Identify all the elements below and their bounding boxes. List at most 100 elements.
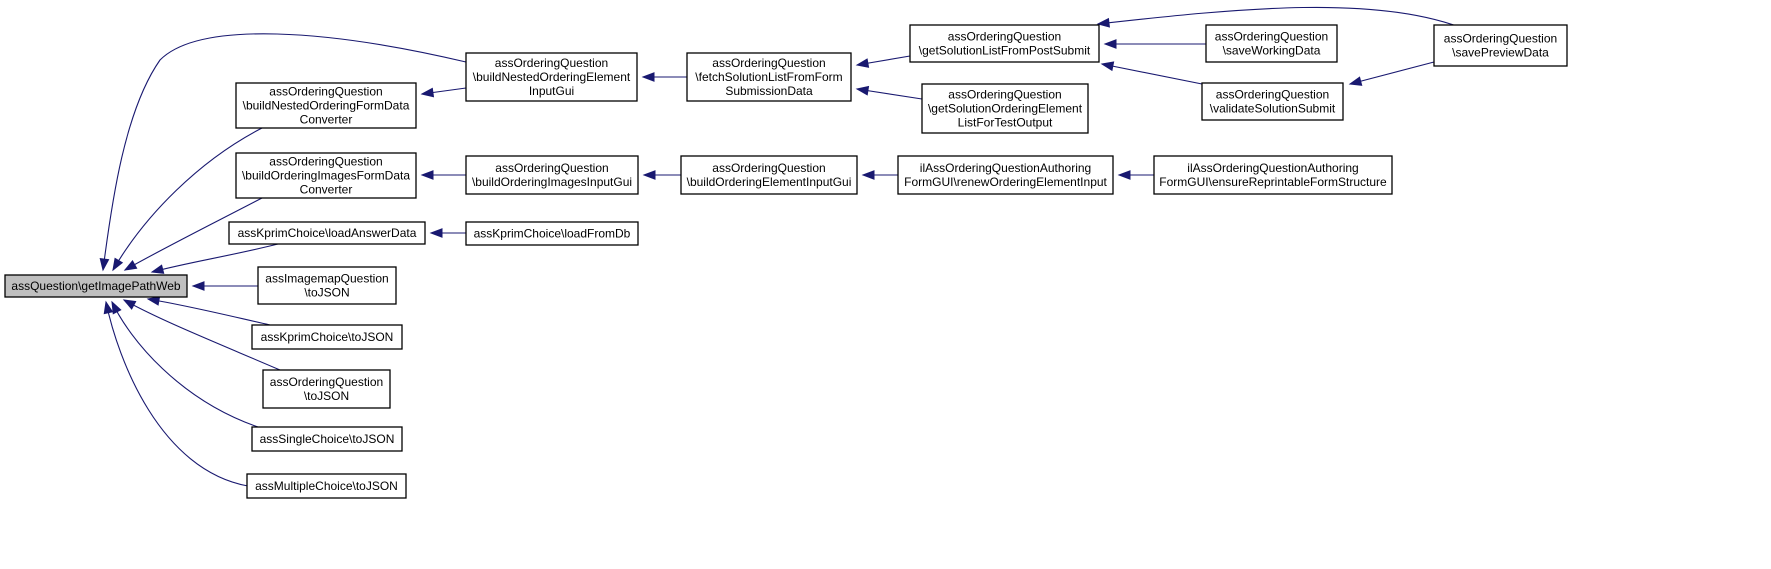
- arrowhead: [855, 85, 870, 96]
- node-renew-ordering-element-input[interactable]: ilAssOrderingQuestionAuthoringFormGUI\re…: [897, 155, 1114, 195]
- node-imagemap-to-json[interactable]: assImagemapQuestion\toJSON: [257, 266, 397, 305]
- node-label-line: Converter: [300, 183, 353, 197]
- node-box[interactable]: [909, 24, 1100, 63]
- node-label-line: assOrderingQuestion: [712, 56, 825, 70]
- node-box[interactable]: [262, 369, 391, 409]
- node-box[interactable]: [251, 324, 403, 350]
- node-kprim-load-from-db[interactable]: assKprimChoice\loadFromDb: [465, 221, 639, 246]
- node-get-solution-ordering-element-list-for-test-output[interactable]: assOrderingQuestion\getSolutionOrderingE…: [921, 83, 1089, 134]
- node-box[interactable]: [251, 426, 403, 452]
- node-build-ordering-images-input-gui[interactable]: assOrderingQuestion\buildOrderingImagesI…: [465, 155, 639, 195]
- edge-renew-ordering-element-input-to-build-ordering-element-input-gui: [861, 170, 898, 180]
- node-box[interactable]: [235, 152, 417, 199]
- node-box[interactable]: [680, 155, 858, 195]
- arrowhead: [1117, 170, 1131, 180]
- node-multiple-to-json[interactable]: assMultipleChoice\toJSON: [246, 473, 407, 499]
- node-box[interactable]: [246, 473, 407, 499]
- node-box[interactable]: [257, 266, 397, 305]
- edges-layer: [99, 6, 1468, 487]
- arrowhead: [420, 87, 435, 98]
- arrowhead: [99, 257, 110, 272]
- node-build-ordering-images-form-data-converter[interactable]: assOrderingQuestion\buildOrderingImagesF…: [235, 152, 417, 199]
- node-save-preview-data[interactable]: assOrderingQuestion\savePreviewData: [1433, 24, 1568, 67]
- node-label-line: assQuestion\getImagePathWeb: [11, 279, 181, 293]
- node-box[interactable]: [1433, 24, 1568, 67]
- edge-get-solution-list-from-post-submit-to-fetch-solution-list-from-form-submission-data: [855, 55, 911, 68]
- node-label-line: Converter: [300, 113, 353, 127]
- node-ordering-to-json[interactable]: assOrderingQuestion\toJSON: [262, 369, 391, 409]
- node-box[interactable]: [465, 52, 638, 102]
- node-box[interactable]: [897, 155, 1114, 195]
- node-build-nested-ordering-element-input-gui[interactable]: assOrderingQuestion\buildNestedOrderingE…: [465, 52, 638, 102]
- edge-line: [124, 197, 263, 271]
- edge-imagemap-to-json-to-root: [191, 281, 258, 291]
- node-box[interactable]: [1201, 82, 1344, 121]
- node-fetch-solution-list-from-form-submission-data[interactable]: assOrderingQuestion\fetchSolutionListFro…: [686, 52, 852, 102]
- node-label-line: assOrderingQuestion: [269, 85, 382, 99]
- edge-build-ordering-images-input-gui-to-build-ordering-images-form-data-converter: [420, 170, 466, 180]
- node-box[interactable]: [921, 83, 1089, 134]
- edge-line: [123, 299, 281, 371]
- arrowhead: [150, 264, 165, 274]
- edge-ensure-reprintable-form-structure-to-renew-ordering-element-input: [1117, 170, 1154, 180]
- node-label-line: \fetchSolutionListFromForm: [695, 70, 842, 84]
- node-single-to-json[interactable]: assSingleChoice\toJSON: [251, 426, 403, 452]
- arrowhead: [122, 299, 137, 310]
- node-label-line: InputGui: [529, 84, 574, 98]
- edge-build-nested-ordering-form-data-converter-to-root: [112, 127, 263, 272]
- node-box[interactable]: [465, 221, 639, 246]
- arrowhead: [1096, 17, 1110, 28]
- node-box[interactable]: [1153, 155, 1393, 195]
- node-box[interactable]: [465, 155, 639, 195]
- node-build-nested-ordering-form-data-converter[interactable]: assOrderingQuestion\buildNestedOrderingF…: [235, 82, 417, 129]
- node-label-line: assImagemapQuestion: [265, 272, 388, 286]
- arrowhead: [1103, 39, 1117, 49]
- node-kprim-to-json[interactable]: assKprimChoice\toJSON: [251, 324, 403, 350]
- node-label-line: \getSolutionOrderingElement: [928, 102, 1083, 116]
- node-label-line: assSingleChoice\toJSON: [260, 432, 395, 446]
- node-build-ordering-element-input-gui[interactable]: assOrderingQuestion\buildOrderingElement…: [680, 155, 858, 195]
- node-kprim-load-answer-data[interactable]: assKprimChoice\loadAnswerData: [228, 221, 426, 245]
- node-label-line: SubmissionData: [725, 84, 813, 98]
- node-ensure-reprintable-form-structure[interactable]: ilAssOrderingQuestionAuthoringFormGUI\en…: [1153, 155, 1393, 195]
- edge-save-working-data-to-get-solution-list-from-post-submit: [1103, 39, 1206, 49]
- node-label-line: assOrderingQuestion: [948, 30, 1061, 44]
- edge-line: [1349, 61, 1435, 85]
- edge-ordering-to-json-to-root: [122, 299, 281, 371]
- edge-single-to-json-to-root: [111, 300, 259, 428]
- edge-fetch-solution-list-from-form-submission-data-to-build-nested-ordering-element-input-gui: [641, 72, 687, 82]
- node-box[interactable]: [4, 274, 188, 298]
- node-box[interactable]: [235, 82, 417, 129]
- node-root[interactable]: assQuestion\getImagePathWeb: [4, 274, 188, 298]
- node-box[interactable]: [686, 52, 852, 102]
- arrowhead: [111, 300, 122, 315]
- node-save-working-data[interactable]: assOrderingQuestion\saveWorkingData: [1205, 24, 1338, 63]
- edge-line: [1097, 6, 1468, 31]
- edge-kprim-to-json-to-root: [146, 296, 271, 326]
- node-label-line: assOrderingQuestion: [270, 375, 383, 389]
- arrowhead: [103, 300, 114, 315]
- edge-build-ordering-element-input-gui-to-build-ordering-images-input-gui: [642, 170, 681, 180]
- node-label-line: \savePreviewData: [1452, 46, 1549, 60]
- node-label-line: assKprimChoice\toJSON: [261, 330, 394, 344]
- edge-build-nested-ordering-element-input-gui-to-build-nested-ordering-form-data-converter: [420, 87, 467, 98]
- arrowhead: [191, 281, 205, 291]
- node-label-line: assOrderingQuestion: [948, 88, 1061, 102]
- arrowhead: [855, 58, 870, 68]
- node-get-solution-list-from-post-submit[interactable]: assOrderingQuestion\getSolutionListFromP…: [909, 24, 1100, 63]
- node-label-line: \buildOrderingElementInputGui: [687, 175, 852, 189]
- node-box[interactable]: [1205, 24, 1338, 63]
- node-label-line: assMultipleChoice\toJSON: [255, 479, 398, 493]
- node-box[interactable]: [228, 221, 426, 245]
- arrowhead: [429, 228, 443, 238]
- node-label-line: assOrderingQuestion: [1215, 30, 1328, 44]
- node-validate-solution-submit[interactable]: assOrderingQuestion\validateSolutionSubm…: [1201, 82, 1344, 121]
- arrowhead: [861, 170, 875, 180]
- node-label-line: ListForTestOutput: [958, 116, 1053, 130]
- arrowhead: [1100, 61, 1115, 72]
- nodes-layer: assQuestion\getImagePathWeb assOrderingQu…: [4, 24, 1568, 499]
- node-label-line: FormGUI\renewOrderingElementInput: [904, 175, 1107, 189]
- arrowhead: [123, 260, 138, 271]
- node-label-line: assOrderingQuestion: [712, 161, 825, 175]
